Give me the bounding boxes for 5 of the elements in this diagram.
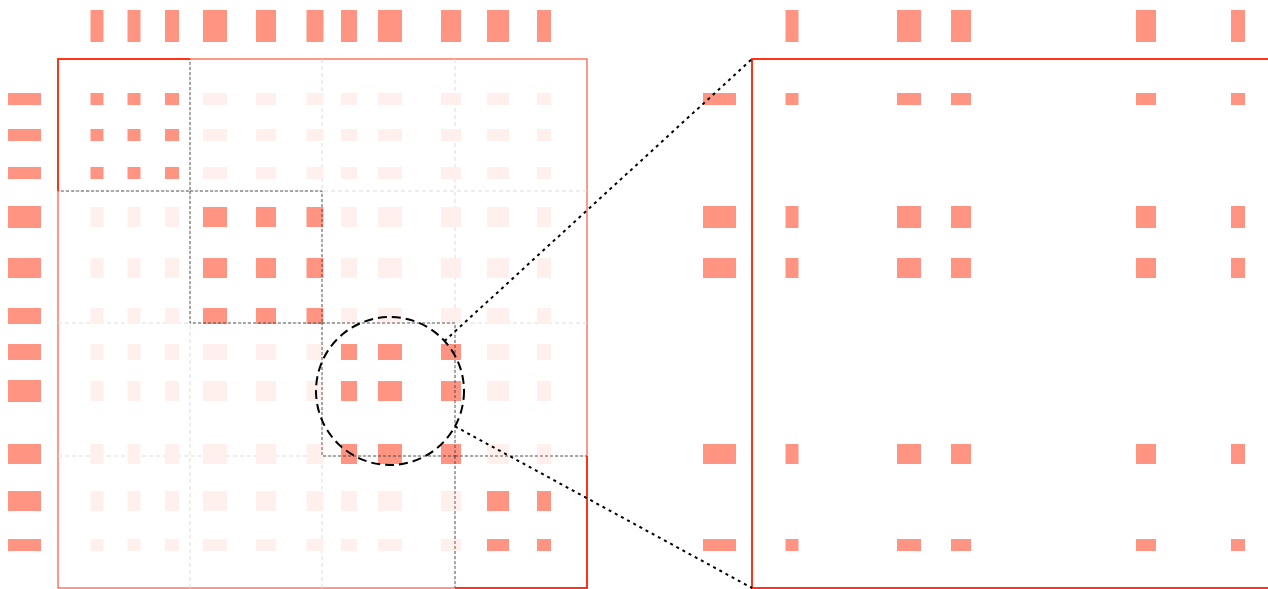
zoom-line [443, 58, 753, 342]
zoom-circle [315, 316, 465, 466]
zoomed-matrix-drawing [751, 58, 1268, 589]
attention-matrix-drawing [57, 58, 588, 589]
zoom-line [454, 425, 753, 589]
